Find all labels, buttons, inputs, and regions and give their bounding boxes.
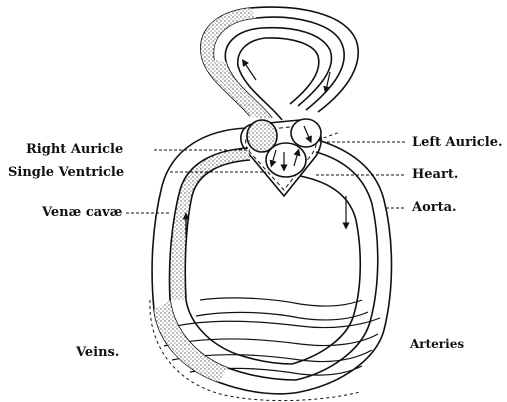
label-heart: Heart. [412,168,458,181]
label-single-ventricle: Single Ventricle [8,166,124,179]
label-arteries: Arteries [410,338,464,350]
upper-loop [201,7,358,120]
label-veins: Veins. [76,346,119,359]
ventricle-shape [266,143,306,177]
venae-cavae-vessel [152,128,250,310]
label-aorta: Aorta. [412,201,457,214]
left-auricle-shape [291,119,321,147]
label-left-auricle: Left Auricle. [412,136,503,149]
leader-lines [126,142,406,213]
label-venae-cavae: Venæ cavæ [42,206,122,219]
label-right-auricle: Right Auricle [26,143,123,156]
